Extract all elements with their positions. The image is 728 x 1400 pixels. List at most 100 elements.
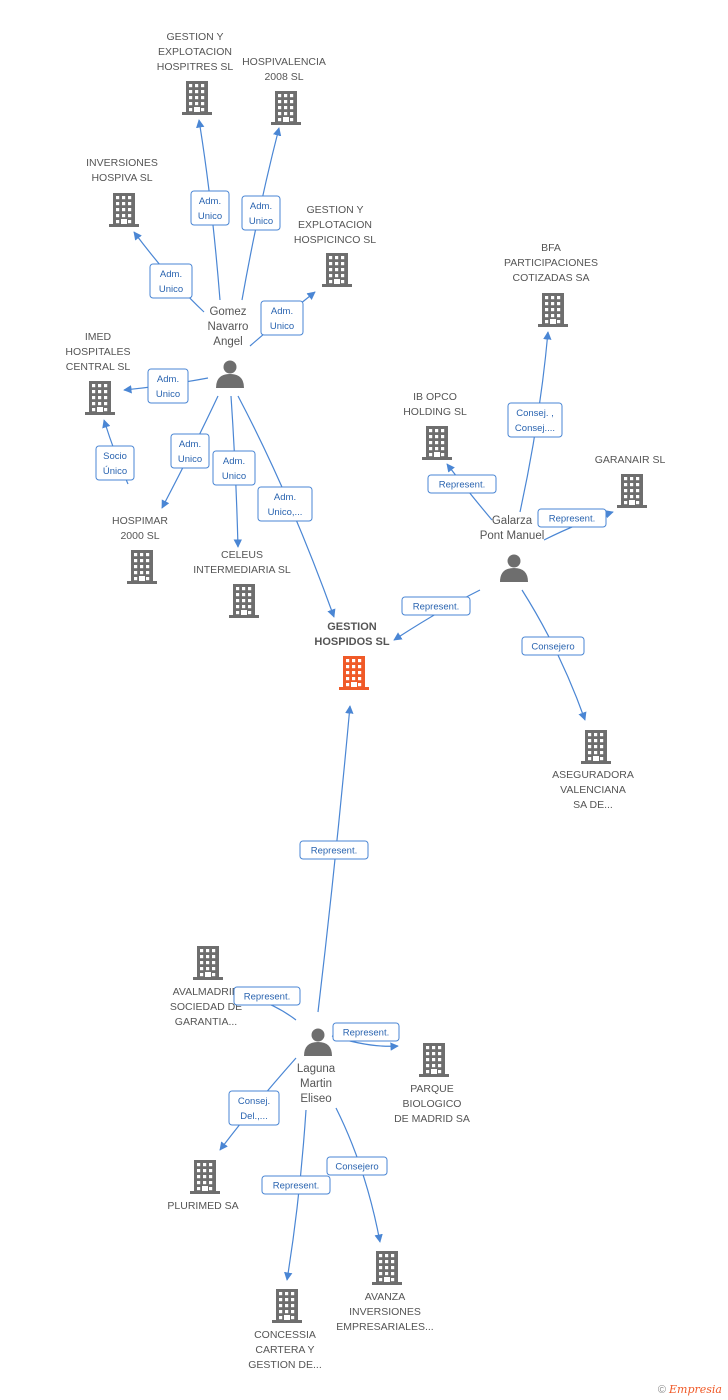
node-label-text: EXPLOTACION: [158, 46, 232, 58]
edge-label-laguna-to-parque[interactable]: Represent.: [332, 1022, 400, 1042]
edge-label-laguna-to-gestion_hospidos[interactable]: Represent.: [299, 840, 369, 860]
edge-label-text: Unico: [270, 321, 294, 332]
edge-label-laguna-to-avanza[interactable]: Consejero: [326, 1156, 388, 1176]
node-label-text: SOCIEDAD DE: [170, 1001, 242, 1013]
edge-label-text: Unico: [156, 389, 180, 400]
node-label-text: INVERSIONES: [86, 157, 158, 169]
building-icon: [372, 1251, 402, 1285]
building-icon: [322, 253, 352, 287]
edge-label-box: [95, 445, 135, 481]
edge-label-gomez-to-hospivalencia[interactable]: Adm. Unico: [241, 195, 281, 231]
edge-label-galarza-to-bfa[interactable]: Consej. ,Consej....: [507, 402, 563, 438]
edge-label-galarza-to-aseguradora[interactable]: Consejero: [521, 636, 585, 656]
person-icon: [216, 360, 244, 388]
edge-label-galarza-to-garanair[interactable]: Represent.: [537, 508, 607, 528]
edge-label-box: [170, 433, 210, 469]
building-icon: [229, 584, 259, 618]
building-icon: [617, 474, 647, 508]
edge-label-box: [212, 450, 256, 486]
node-label-text: HOSPIDOS SL: [314, 636, 389, 648]
building-icon: [419, 1043, 449, 1077]
edge-label-text: Único: [103, 466, 127, 477]
node-label-text: HOSPITALES: [65, 346, 130, 358]
node-label-text: BFA: [541, 242, 561, 254]
edge-label-box: [260, 300, 304, 336]
edge-label-gomez-to-hospimar[interactable]: Adm. Unico: [170, 433, 210, 469]
edge-label-galarza-to-gestion_hospidos[interactable]: Represent.: [401, 596, 471, 616]
edge-label-box: [537, 508, 607, 528]
edge-laguna-to-concessia: [284, 1109, 307, 1281]
edge-label-galarza-to-ibopco[interactable]: Represent.: [427, 474, 497, 494]
edge-label-text: Represent.: [343, 1028, 389, 1039]
edge-label-box: [228, 1090, 280, 1126]
node-label-text: VALENCIANA: [560, 784, 626, 796]
edge-label-text: Consejero: [531, 642, 574, 653]
edge-label-gomez-to-celeus[interactable]: Adm.Unico: [212, 450, 256, 486]
edge-label-gomez-to-inversiones_hospiva[interactable]: Adm.Unico: [149, 263, 193, 299]
edge-label-text: Unico: [178, 454, 202, 465]
brand-logo[interactable]: Empresia: [669, 1383, 722, 1396]
edge-label-text: Adm.: [250, 201, 272, 212]
edge-label-box: [233, 986, 301, 1006]
edge-label-gomez-to-gestion_hospidos[interactable]: Adm.Unico,...: [257, 486, 313, 522]
edge-label-text: Adm.: [271, 306, 293, 317]
building-icon: [193, 946, 223, 980]
edge-label-gomez-to-imed[interactable]: Adm.Unico: [147, 368, 189, 404]
building-icon: [422, 426, 452, 460]
node-avanza[interactable]: AVANZAINVERSIONESEMPRESARIALES...: [336, 1251, 434, 1333]
edge-label-text: Adm.: [160, 269, 182, 280]
node-label-text: SA DE...: [573, 799, 613, 811]
edge-label-laguna-to-concessia[interactable]: Represent.: [261, 1175, 331, 1195]
edge-label-text: Socio: [103, 451, 127, 462]
node-label-text: GESTION Y: [167, 31, 224, 43]
node-plurimed[interactable]: PLURIMED SA: [167, 1160, 239, 1212]
edge-label-text: Represent.: [273, 1181, 319, 1192]
edge-label-text: Adm.: [223, 456, 245, 467]
edge-label-box: [261, 1175, 331, 1195]
node-label-text: 2008 SL: [264, 71, 303, 83]
edge-label-text: Adm.: [274, 492, 296, 503]
edge-label-gomez-to-hospitres[interactable]: Adm.Unico: [190, 190, 230, 226]
edge-label-box: [401, 596, 471, 616]
edge-label-text: Unico: [249, 216, 273, 227]
edge-label-text: Represent.: [311, 846, 357, 857]
edge-label-gomez-to-hospicinco[interactable]: Adm. Unico: [260, 300, 304, 336]
building-icon: [538, 293, 568, 327]
node-label-text: CONCESSIA: [254, 1329, 316, 1341]
edge-label-box: [147, 368, 189, 404]
edge-labels-layer: Adm.UnicoAdm.UnicoAdm.UnicoAdm.UnicoAdm.…: [95, 190, 607, 1195]
node-label-text: PARQUE: [410, 1083, 454, 1095]
node-label-text: DE MADRID SA: [394, 1113, 470, 1125]
edge-label-box: [427, 474, 497, 494]
building-icon: [272, 1289, 302, 1323]
edge-label-laguna-to-plurimed[interactable]: Consej.Del.,...: [228, 1090, 280, 1126]
edge-label-laguna-to-avalmadrid[interactable]: Represent.: [233, 986, 301, 1006]
node-label-text: IMED: [85, 331, 112, 343]
edge-label-text: Adm.: [179, 439, 201, 450]
copyright-symbol: ©: [657, 1384, 666, 1396]
edge-label-text: Represent.: [549, 514, 595, 525]
node-label-text: Laguna: [297, 1063, 336, 1075]
node-garanair[interactable]: GARANAIR SL: [595, 454, 666, 508]
edge-label-text: Represent.: [439, 480, 485, 491]
edge-label-box: [521, 636, 585, 656]
